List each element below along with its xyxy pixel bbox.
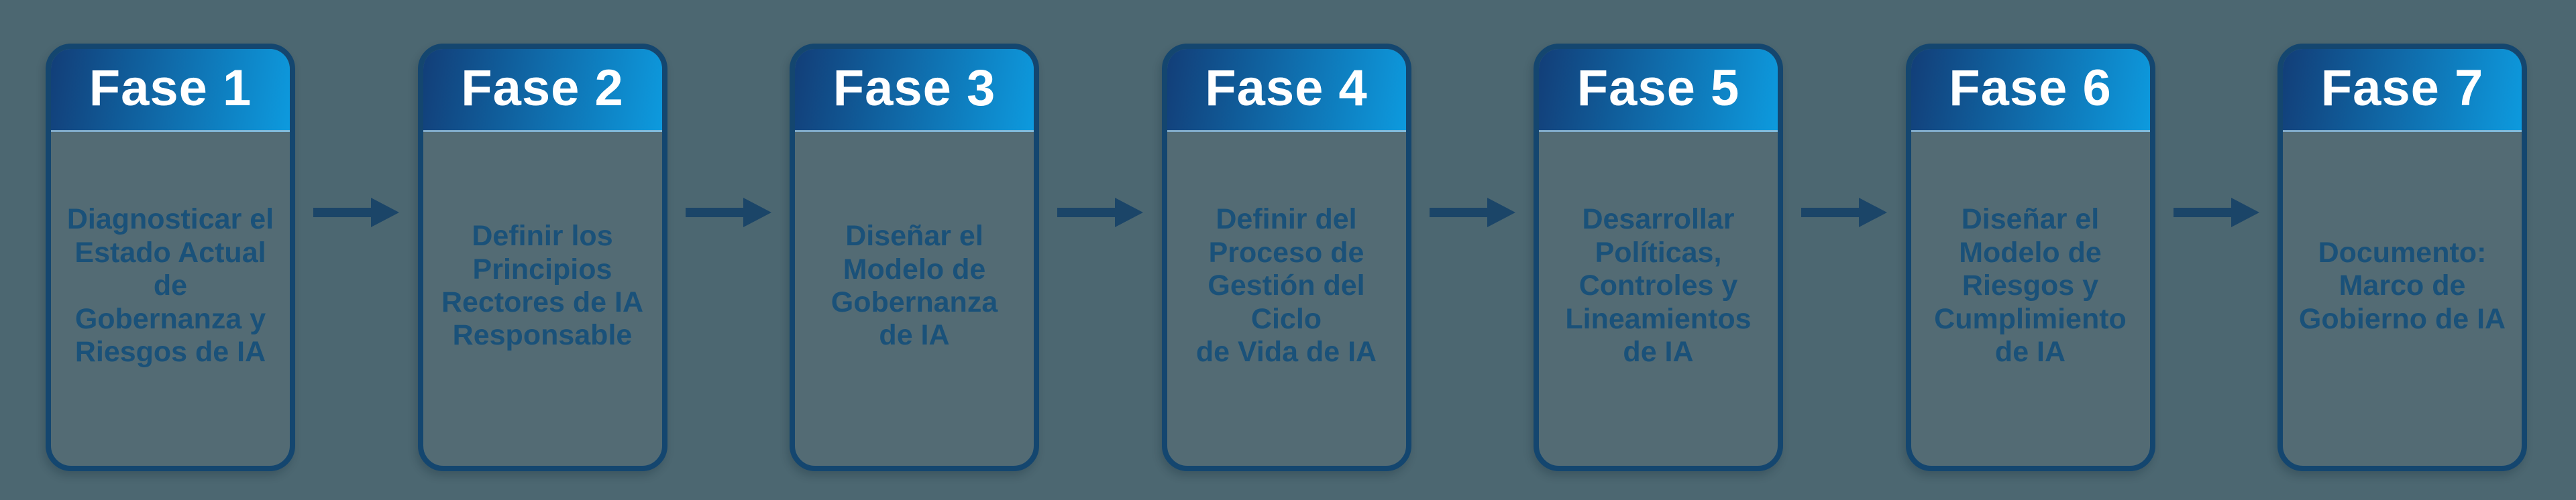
phase-card: Fase 6 Diseñar el Modelo de Riesgos y Cu… [1905,44,2155,471]
arrow-cell [1039,44,1162,471]
phase-title: Fase 1 [89,59,252,117]
right-arrow-icon [1801,195,1888,233]
phase-body: Diagnosticar el Estado Actual de Goberna… [51,132,290,466]
phase-body-text: Documento: Marco de Gobierno de IA [2298,236,2506,335]
phase-body: Definir del Proceso de Gestión del Ciclo… [1167,132,1406,466]
phase-header: Fase 1 [51,49,290,132]
phase-body-text: Diagnosticar el Estado Actual de Goberna… [66,203,274,369]
phase-header: Fase 5 [1539,49,1778,132]
phase-body: Definir los Principios Rectores de IA Re… [423,132,662,466]
phase-title: Fase 4 [1205,59,1368,117]
phase-header: Fase 7 [2283,49,2522,132]
phase-card: Fase 2 Definir los Principios Rectores d… [417,44,667,471]
phase-body: Diseñar el Modelo de Gobernanza de IA [795,132,1034,466]
phase-title: Fase 6 [1949,59,2112,117]
arrow-cell [1411,44,1534,471]
phase-header: Fase 6 [1911,49,2150,132]
phase-body: Documento: Marco de Gobierno de IA [2283,132,2522,466]
phase-header: Fase 3 [795,49,1034,132]
phase-card: Fase 3 Diseñar el Modelo de Gobernanza d… [790,44,1039,471]
phase-body: Diseñar el Modelo de Riesgos y Cumplimie… [1911,132,2150,466]
phase-body-text: Diseñar el Modelo de Gobernanza de IA [830,220,998,352]
phase-card: Fase 7 Documento: Marco de Gobierno de I… [2277,44,2527,471]
phase-card: Fase 5 Desarrollar Políticas, Controles … [1534,44,1783,471]
phase-body-text: Definir del Proceso de Gestión del Ciclo… [1195,203,1377,369]
arrow-cell [667,44,790,471]
phase-title: Fase 2 [461,59,624,117]
arrow-cell [2155,44,2278,471]
arrow-cell [1783,44,1906,471]
phase-title: Fase 3 [833,59,996,117]
right-arrow-icon [2173,195,2259,233]
phase-body: Desarrollar Políticas, Controles y Linea… [1539,132,1778,466]
phase-body-text: Desarrollar Políticas, Controles y Linea… [1565,203,1752,369]
right-arrow-icon [1429,195,1515,233]
phase-header: Fase 2 [423,49,662,132]
right-arrow-icon [1057,195,1144,233]
phase-title: Fase 7 [2320,59,2484,117]
phase-row: Fase 1 Diagnosticar el Estado Actual de … [46,44,2527,471]
phase-body-text: Diseñar el Modelo de Riesgos y Cumplimie… [1934,203,2127,369]
right-arrow-icon [313,195,400,233]
phase-card: Fase 4 Definir del Proceso de Gestión de… [1161,44,1411,471]
right-arrow-icon [685,195,771,233]
phase-header: Fase 4 [1167,49,1406,132]
arrow-cell [295,44,418,471]
phase-body-text: Definir los Principios Rectores de IA Re… [441,220,644,352]
phase-title: Fase 5 [1576,59,1740,117]
phase-card: Fase 1 Diagnosticar el Estado Actual de … [46,44,295,471]
